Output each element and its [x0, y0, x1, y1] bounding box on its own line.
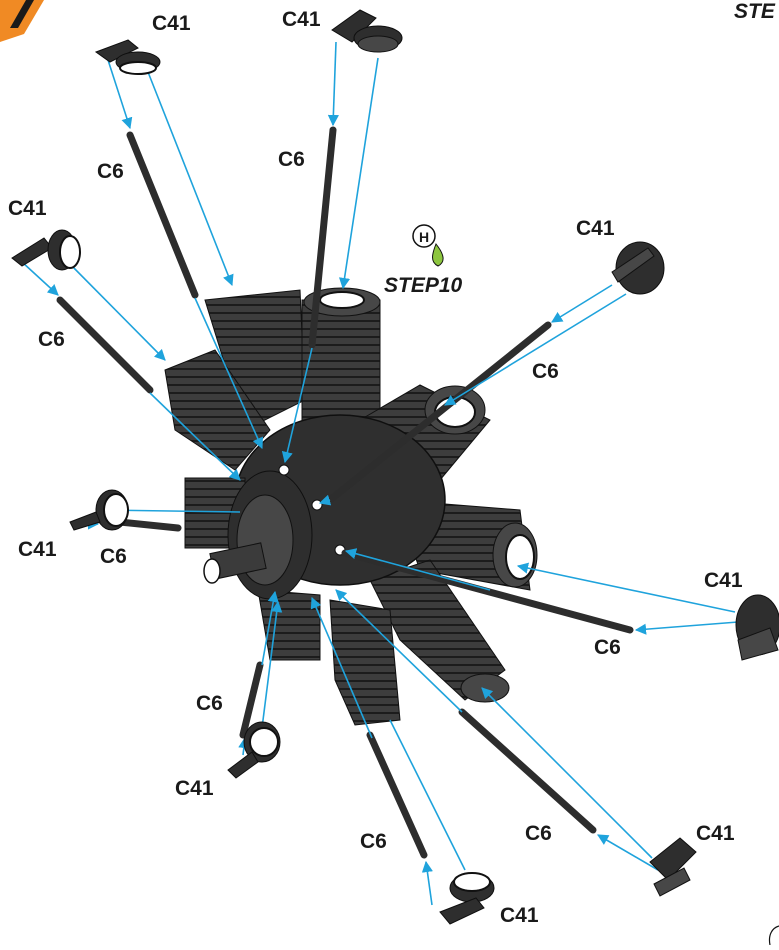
label-c6-9: C6: [525, 822, 552, 845]
cylinder-left: [164, 349, 271, 471]
push-rods: [56, 126, 634, 859]
cap-c41-7: [227, 721, 281, 779]
label-c41-1: C41: [152, 12, 191, 35]
rod-c6-4: [326, 321, 552, 504]
cap-c41-4: [611, 241, 665, 295]
label-c41-4: C41: [576, 217, 615, 240]
label-c6-7: C6: [196, 692, 223, 715]
rod-c6-2: [308, 126, 337, 349]
label-c6-1: C6: [97, 160, 124, 183]
label-c6-5: C6: [100, 545, 127, 568]
label-c6-3: C6: [38, 328, 65, 351]
step-label-cut: STE: [734, 0, 776, 23]
rod-c6-7: [239, 661, 264, 739]
part-labels: C41 C41 C41 C41 C41 C41 C41 C41 C41 C6 C…: [8, 0, 776, 927]
step-label: STEP10: [384, 274, 463, 297]
glue-drop-icon: [432, 243, 444, 267]
cap-c41-3: [11, 229, 81, 271]
rod-c6-1: [126, 131, 199, 299]
label-c6-8: C6: [360, 830, 387, 853]
cap-c41-6: [735, 594, 779, 661]
leader-lines: [21, 41, 739, 906]
cap-c41-1: [94, 39, 161, 75]
label-c41-6: C41: [704, 569, 743, 592]
label-c41-7: C41: [175, 777, 214, 800]
radial-engine: [164, 287, 538, 726]
label-c6-6: C6: [594, 636, 621, 659]
label-c6-2: C6: [278, 148, 305, 171]
rod-c6-8: [366, 731, 428, 859]
label-c41-5: C41: [18, 538, 57, 561]
brand-logo-fragment: [0, 0, 44, 42]
cap-c41-9: [649, 837, 697, 897]
label-c41-3: C41: [8, 197, 47, 220]
cylinder-lower-left: [257, 589, 321, 661]
rod-c6-3: [56, 296, 154, 394]
cylinder-top: [301, 287, 381, 431]
cap-c41-2: [331, 9, 403, 53]
glue-badge: H: [412, 224, 444, 267]
cap-c41-8: [439, 872, 495, 925]
caps-c41: [11, 9, 779, 925]
cylinder-lower: [329, 599, 401, 726]
glue-badge-letter: H: [419, 229, 429, 245]
label-c41-2: C41: [282, 8, 321, 31]
crankshaft: [203, 542, 267, 584]
label-c41-9: C41: [696, 822, 735, 845]
rod-c6-9: [458, 708, 597, 834]
label-c6-4: C6: [532, 360, 559, 383]
rod-c6-6: [341, 549, 634, 634]
label-c41-8: C41: [500, 904, 539, 927]
page-corner-mark: [768, 925, 779, 946]
cap-c41-5: [69, 489, 129, 531]
